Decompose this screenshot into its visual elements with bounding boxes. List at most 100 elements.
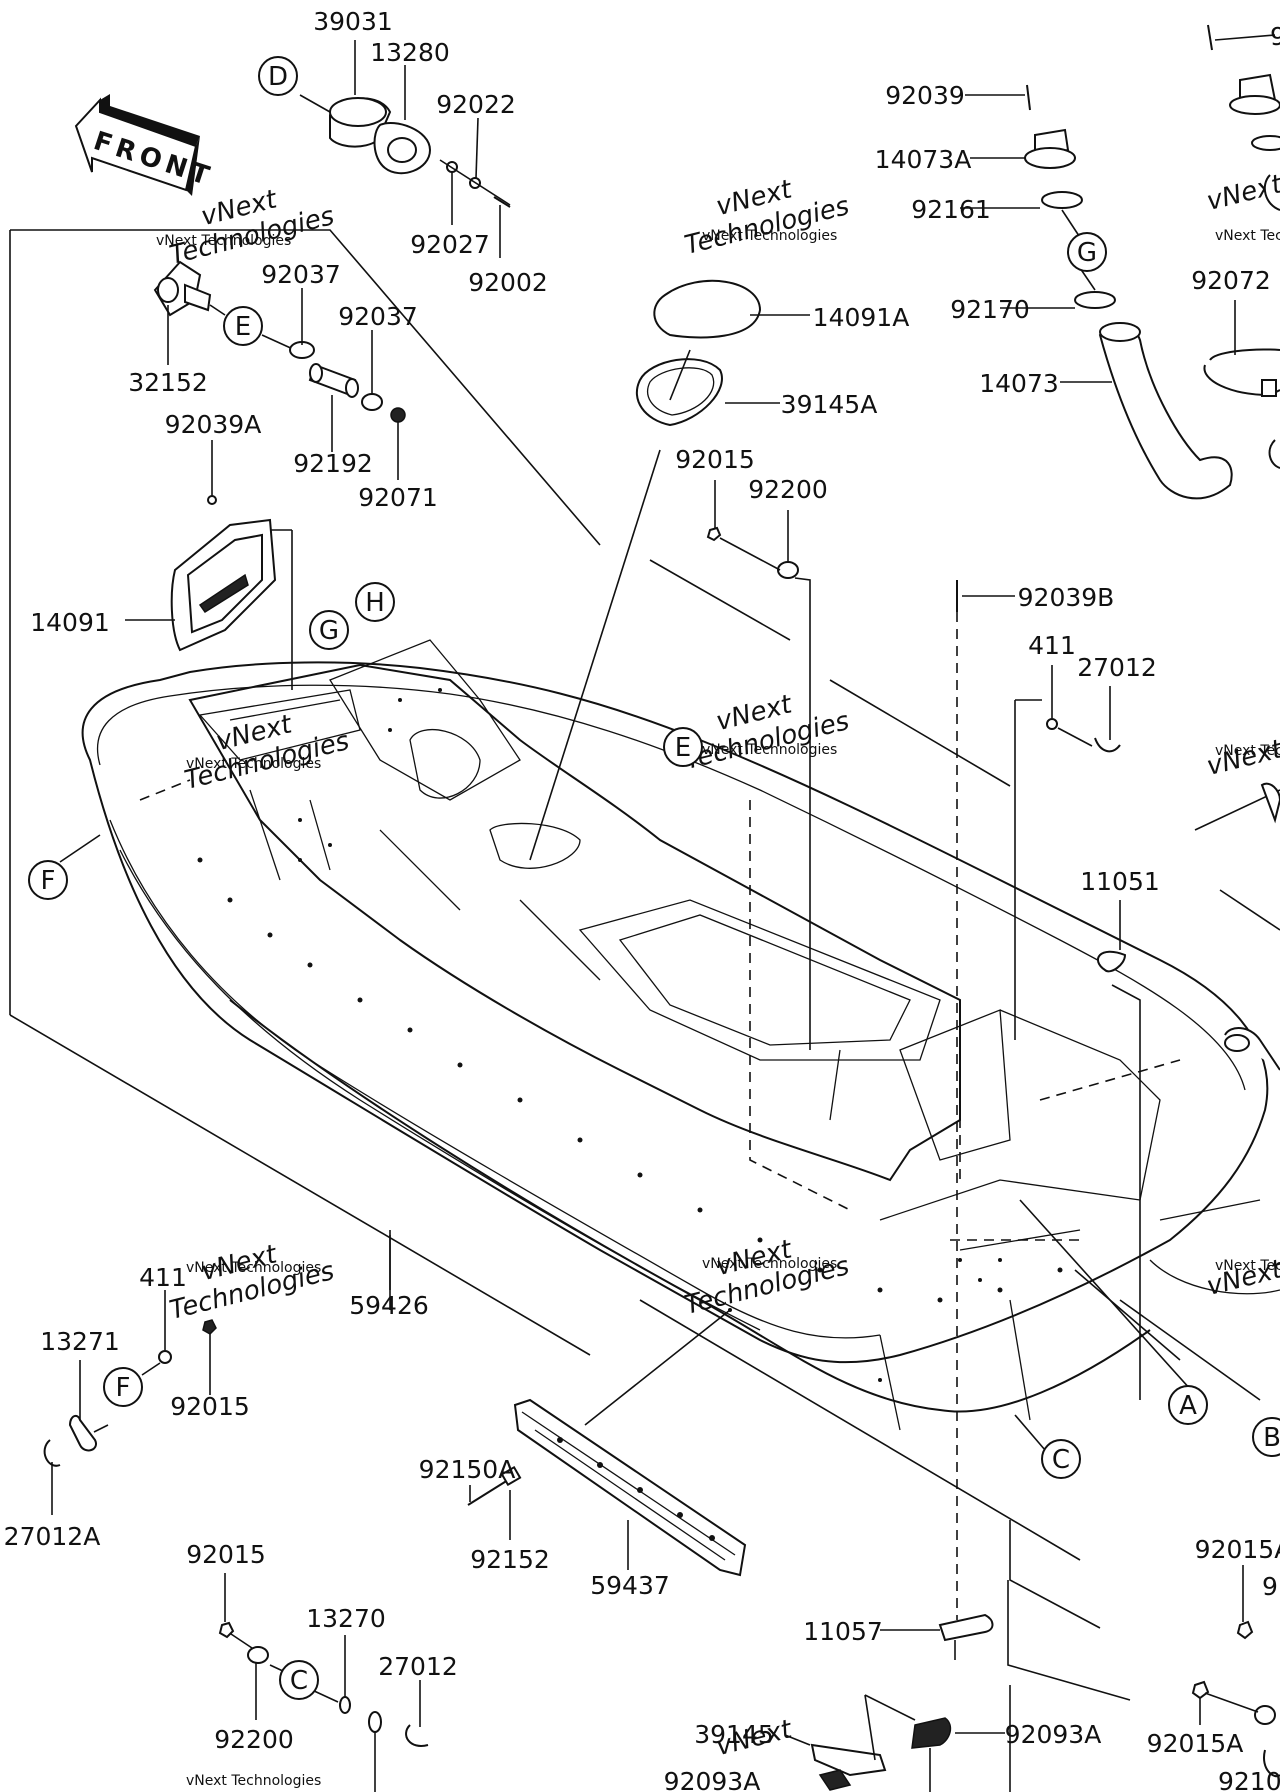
- part-label: 92027: [410, 230, 490, 259]
- filler-assembly: [153, 260, 406, 480]
- part-label: 92170: [950, 295, 1030, 324]
- svg-text:H: H: [365, 588, 385, 618]
- part-label: 27012: [1077, 653, 1157, 682]
- svg-text:E: E: [675, 733, 691, 763]
- part-label: 92152: [470, 1545, 550, 1574]
- watermark-caption: vNext Technologies: [702, 228, 837, 244]
- callout-H: H: [355, 582, 395, 622]
- hatch-gasket: [529, 279, 810, 861]
- callout-C: C: [1041, 1439, 1081, 1479]
- watermark-caption: vNext Technologies: [1215, 228, 1280, 244]
- part-label: 92015A: [1147, 1729, 1244, 1758]
- right-edge-parts: [1203, 24, 1280, 1071]
- part-label: 92037: [338, 302, 418, 331]
- part-label: 92022: [436, 90, 516, 119]
- svg-text:B: B: [1263, 1423, 1280, 1453]
- fill-tube: [1098, 325, 1233, 500]
- watermark: vNext Technologies: [182, 709, 352, 796]
- callout-G: G: [1067, 232, 1107, 272]
- svg-text:E: E: [235, 312, 251, 342]
- callout-D: D: [258, 56, 298, 96]
- part-label: 92037: [261, 260, 341, 289]
- part-label: 92200: [748, 475, 828, 504]
- hull-body: [81, 639, 1280, 1431]
- rub-rail-outline: [513, 1398, 747, 1577]
- watermark-caption: vNext Technologies: [186, 756, 321, 772]
- lower-clips-bottom: [218, 1573, 429, 1792]
- right-fasteners: [1191, 1565, 1280, 1778]
- part-label: 92002: [468, 268, 548, 297]
- part-label: 11051: [1080, 867, 1160, 896]
- part-label: 39145: [694, 1720, 774, 1749]
- part-label: 92192: [293, 449, 373, 478]
- svg-text:D: D: [268, 62, 288, 92]
- part-labels: 39031 13280 92022 92027 92002 92037 9203…: [4, 7, 1280, 1792]
- part-label: 13271: [40, 1327, 120, 1356]
- svg-text:C: C: [1052, 1445, 1070, 1475]
- cap-assembly: [299, 40, 511, 258]
- watermark-caption: vNext Technologies: [186, 1773, 321, 1789]
- part-label: 59437: [590, 1571, 670, 1600]
- part-label: 411: [139, 1263, 187, 1292]
- part-label: 92015A: [1195, 1535, 1280, 1564]
- part-label: 9: [1262, 1572, 1278, 1601]
- part-label: 39145A: [781, 390, 878, 419]
- part-label: 92039B: [1018, 583, 1115, 612]
- callout-E: E: [223, 306, 263, 346]
- part-label: 32152: [128, 368, 208, 397]
- part-label: 92150A: [419, 1455, 516, 1484]
- callout-G: G: [309, 610, 349, 650]
- fill-tube-assembly: [960, 84, 1233, 500]
- front-arrow: FRONT: [74, 94, 217, 196]
- callout-E: E: [663, 727, 703, 767]
- watermark-caption: vNext Technologies: [1215, 1258, 1280, 1274]
- part-label: 92015: [186, 1540, 266, 1569]
- bracket-11057: [880, 1613, 994, 1660]
- part-label: 92015: [675, 445, 755, 474]
- part-label: 14073: [979, 369, 1059, 398]
- callout-A: A: [1168, 1385, 1208, 1425]
- callout-F: F: [28, 860, 68, 900]
- part-label: 9210: [1218, 1767, 1280, 1792]
- frame-lines: [9, 229, 1280, 1792]
- callout-B: B: [1252, 1417, 1280, 1457]
- rub-rail: [467, 1309, 747, 1577]
- cover-plate: [125, 440, 293, 690]
- part-label: 27012: [378, 1652, 458, 1681]
- clip-top: [1014, 665, 1121, 1040]
- watermark-caption: vNext Technologies: [702, 1256, 837, 1272]
- part-label: 11057: [803, 1617, 883, 1646]
- part-label: 9: [1270, 22, 1280, 51]
- svg-text:A: A: [1179, 1391, 1197, 1421]
- callout-C: C: [279, 1660, 319, 1700]
- part-label: 59426: [349, 1291, 429, 1320]
- svg-text:F: F: [116, 1373, 131, 1403]
- part-label: 27012A: [4, 1522, 101, 1551]
- part-label: 13280: [370, 38, 450, 67]
- clip-11051: [1097, 900, 1141, 1100]
- svg-text:C: C: [290, 1666, 308, 1696]
- long-bolt: [956, 580, 1015, 1620]
- watermark-caption: vNext Technologies: [186, 1260, 321, 1276]
- part-label: 39031: [313, 7, 393, 36]
- part-label: 92161: [911, 195, 991, 224]
- lower-left-clips: [43, 1290, 217, 1515]
- part-label: 92093A: [1005, 1720, 1102, 1749]
- part-label: 14091: [30, 608, 110, 637]
- watermark-caption: vNext Technologies: [1215, 743, 1280, 759]
- part-label: 411: [1028, 631, 1076, 660]
- part-label: 92071: [358, 483, 438, 512]
- part-label: 92072: [1191, 266, 1271, 295]
- part-label: 13270: [306, 1604, 386, 1633]
- part-label: 92093A: [664, 1767, 761, 1792]
- part-label: 14091A: [813, 303, 910, 332]
- svg-text:G: G: [1077, 238, 1097, 268]
- part-label: 92039A: [165, 410, 262, 439]
- watermark: vNext Technologies: [682, 174, 852, 261]
- svg-text:F: F: [41, 866, 56, 896]
- callout-F: F: [103, 1367, 143, 1407]
- part-label: 14073A: [875, 145, 972, 174]
- part-label: 92039: [885, 81, 965, 110]
- part-label: 92200: [214, 1725, 294, 1754]
